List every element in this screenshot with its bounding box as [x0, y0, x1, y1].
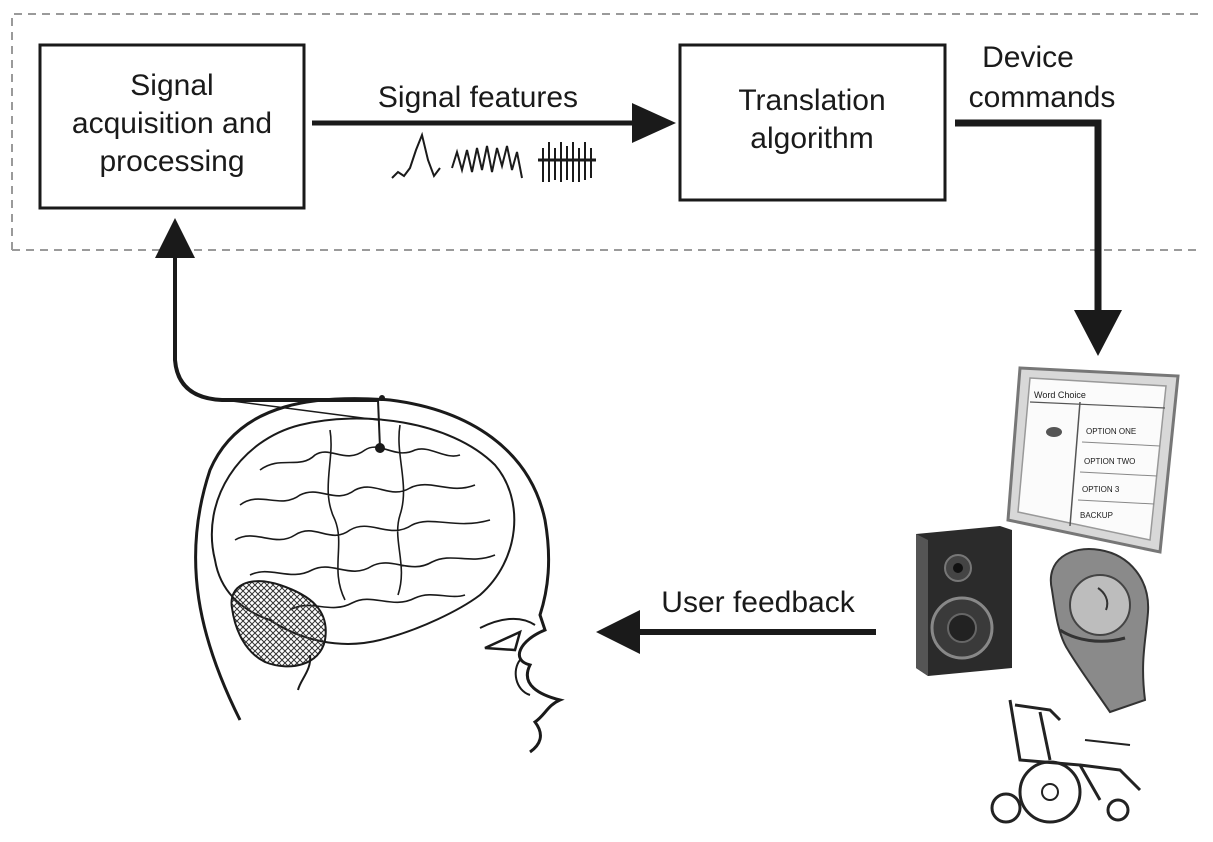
speaker-device [916, 526, 1012, 676]
monitor-option-3: OPTION 3 [1082, 485, 1120, 494]
signal-features-label: Signal features [378, 81, 578, 114]
apple-icon [1069, 574, 1131, 636]
erp-waveform [391, 131, 441, 179]
wheelchair-front-wheel [990, 792, 1022, 824]
acquisition-label-line2: acquisition and [72, 107, 272, 140]
monitor-device: Word Choice OPTION ONE OPTION TWO OPTION… [1006, 366, 1180, 554]
head-illustration [194, 397, 565, 754]
computer-boundary-dashed [11, 13, 1200, 251]
eyebrow [479, 617, 536, 629]
translation-label-line2: algorithm [750, 122, 873, 155]
acquisition-label-line3: processing [99, 145, 244, 178]
wheelchair-device [990, 699, 1142, 824]
ear [514, 659, 531, 696]
signal-features-arrow [312, 103, 676, 143]
monitor-title: Word Choice [1034, 390, 1086, 400]
monitor-option-4: BACKUP [1080, 511, 1113, 520]
brain-illustration [210, 417, 516, 691]
user-feedback-arrow [596, 610, 876, 654]
eye [484, 629, 522, 652]
acquisition-box [38, 43, 306, 210]
translation-label-line1: Translation [738, 84, 885, 117]
monitor-option-2: OPTION TWO [1084, 457, 1135, 466]
spike-train [538, 142, 596, 182]
cursor-icon [1046, 427, 1062, 437]
oscillation-waveform [451, 145, 523, 179]
brainstem [297, 654, 312, 691]
cerebellum [230, 580, 327, 668]
device-commands-label-line1: Device [982, 41, 1074, 74]
brain-sulci [234, 424, 496, 611]
wheelchair-rear-wheel [1018, 760, 1082, 824]
acquisition-label-line1: Signal [130, 69, 213, 102]
user-feedback-label: User feedback [661, 586, 855, 619]
wheelchair-caster [1106, 798, 1130, 822]
monitor-option-1: OPTION ONE [1086, 427, 1136, 436]
robotic-hand-device [1049, 548, 1150, 714]
translation-box [678, 43, 947, 202]
device-commands-label-line2: commands [969, 81, 1116, 114]
head-outline [194, 397, 565, 754]
device-commands-arrow [955, 119, 1122, 356]
signal-waveforms [391, 131, 596, 182]
